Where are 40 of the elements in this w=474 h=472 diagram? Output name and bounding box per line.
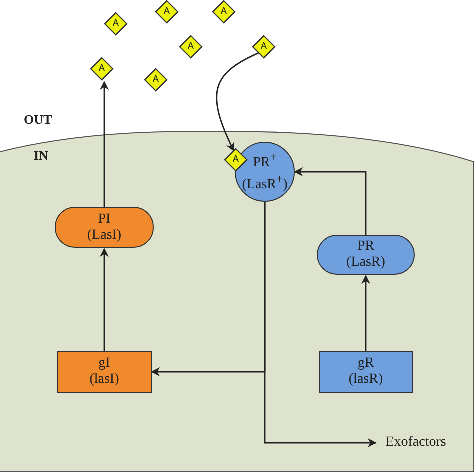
arrow xyxy=(216,52,260,152)
molecule-diamond xyxy=(212,0,236,24)
cluster xyxy=(0,130,474,472)
output-label: Exofactors xyxy=(386,435,446,451)
molecule-diamond xyxy=(90,57,114,81)
arrow xyxy=(294,168,367,235)
node-label: A xyxy=(98,64,106,74)
node-label: PI xyxy=(98,212,111,228)
arrow xyxy=(100,81,109,207)
molecule-diamond xyxy=(252,35,276,59)
node-label: A xyxy=(220,7,228,17)
node-label: (LasR$^{+}$) xyxy=(242,172,288,194)
node-label: A xyxy=(112,19,120,29)
node-label: A xyxy=(152,75,160,85)
protein-pill xyxy=(317,235,415,275)
node-label: A xyxy=(232,155,240,165)
node-label: gR xyxy=(358,356,374,372)
arrow xyxy=(264,202,377,448)
node-label: (LasI) xyxy=(87,228,122,244)
molecule-diamond xyxy=(155,0,179,24)
node-label: gI xyxy=(98,356,110,372)
molecule-diamond xyxy=(144,68,168,92)
node-label: PR$^{+}$ xyxy=(253,150,277,172)
gene-box xyxy=(57,351,152,393)
node-label: (lasR) xyxy=(348,372,384,388)
node-label: A xyxy=(260,42,268,52)
protein-pill xyxy=(55,207,154,248)
node-label: (lasI) xyxy=(90,372,120,388)
region-label: IN xyxy=(34,148,48,164)
gene-box xyxy=(319,351,413,393)
arrow xyxy=(362,275,370,351)
node-label: (LasR) xyxy=(346,255,386,271)
node-label: A xyxy=(164,7,170,17)
node-label: A xyxy=(188,42,194,52)
molecule-diamond xyxy=(179,35,203,59)
molecule-diamond xyxy=(104,12,128,36)
node-label: PR xyxy=(357,239,375,255)
molecule-diamond xyxy=(224,148,248,172)
arrow xyxy=(100,248,109,351)
region-label: OUT xyxy=(24,112,52,128)
